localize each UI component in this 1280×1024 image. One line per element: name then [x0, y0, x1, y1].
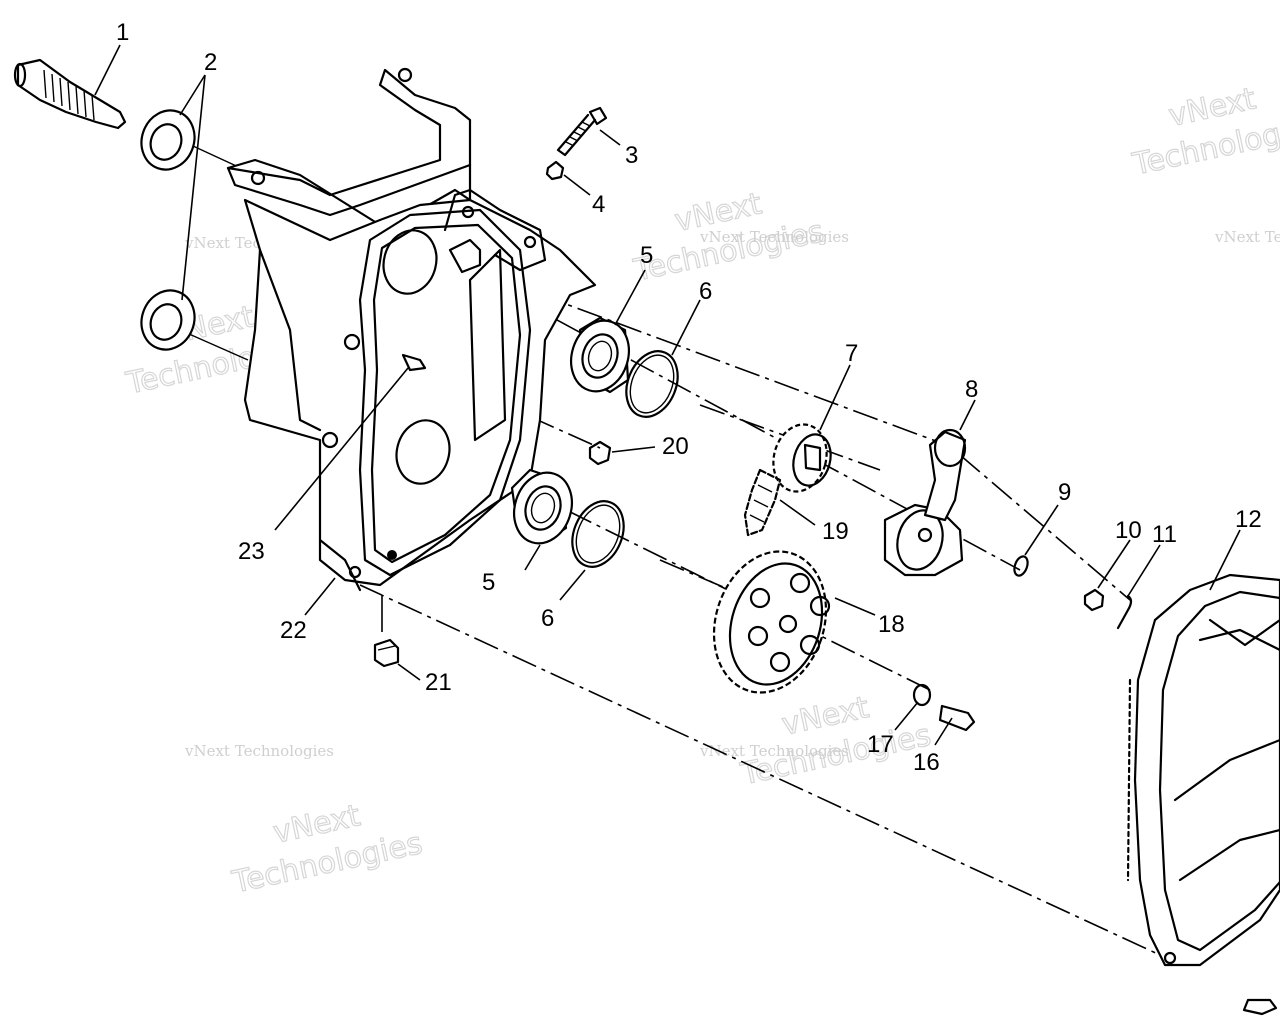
callout-3: 3 [625, 142, 638, 169]
nut-part-20 [588, 440, 612, 466]
callout-18: 18 [878, 611, 905, 638]
tensioner-part-8 [883, 428, 967, 577]
callout-20: 20 [662, 433, 689, 460]
callout-2: 2 [204, 49, 217, 76]
cover-part-12 [1126, 573, 1280, 967]
washer-part-9 [1013, 555, 1029, 577]
bearing-part-5-upper [570, 316, 630, 394]
nut-part-10 [1083, 588, 1105, 612]
callout-1: 1 [116, 19, 129, 46]
callout-4: 4 [592, 191, 605, 218]
sprocket-part-18 [712, 550, 831, 694]
callout-16: 16 [913, 749, 940, 776]
watermark-text-5: vNext Technologies [699, 742, 849, 760]
dowel-part-23 [401, 353, 427, 372]
cotter-pin-part-11 [1116, 594, 1133, 630]
bearing-part-5-lower [510, 468, 573, 545]
callout-labels: 1 2 3 4 5 6 7 8 9 10 11 12 16 17 18 19 2… [116, 19, 1262, 776]
callout-17: 17 [867, 731, 894, 758]
callout-5-lower: 5 [482, 569, 495, 596]
callout-23: 23 [238, 538, 265, 565]
snap-ring-part-6-upper [625, 350, 679, 418]
plug-part-21 [373, 638, 400, 668]
bolt-part-16 [938, 704, 976, 732]
seal-part-2-upper [140, 109, 196, 171]
chaincase-housing [226, 67, 597, 592]
sprocket-part-7 [772, 423, 832, 493]
bolt-part-3 [556, 106, 608, 157]
nut-part-4 [545, 160, 565, 181]
shaft-part-1 [13, 58, 127, 130]
callout-12: 12 [1235, 506, 1262, 533]
seal-part-2-lower [140, 289, 196, 351]
callout-9: 9 [1058, 479, 1071, 506]
callout-11: 11 [1152, 521, 1177, 548]
callout-5-upper: 5 [640, 242, 653, 269]
watermark-text-4: vNext Technologies [184, 742, 334, 760]
washer-part-17 [912, 683, 932, 707]
callout-6-lower: 6 [541, 605, 554, 632]
callout-19: 19 [822, 518, 849, 545]
watermark-group: vNext Technologies vNext Technologies vN… [122, 81, 1280, 901]
watermark-text-3: vNext Technologies [1214, 228, 1280, 246]
watermark-text-2: vNext Technologies [699, 228, 849, 246]
callout-7: 7 [845, 340, 858, 367]
bolt-lower-right [1242, 998, 1278, 1016]
chain-part-19 [743, 468, 782, 537]
leader-lines [94, 44, 1241, 746]
callout-22: 22 [280, 617, 307, 644]
callout-21: 21 [425, 669, 452, 696]
callout-10: 10 [1115, 517, 1142, 544]
callout-8: 8 [965, 376, 978, 403]
snap-ring-part-6-lower [571, 500, 625, 568]
callout-6-upper: 6 [699, 278, 712, 305]
